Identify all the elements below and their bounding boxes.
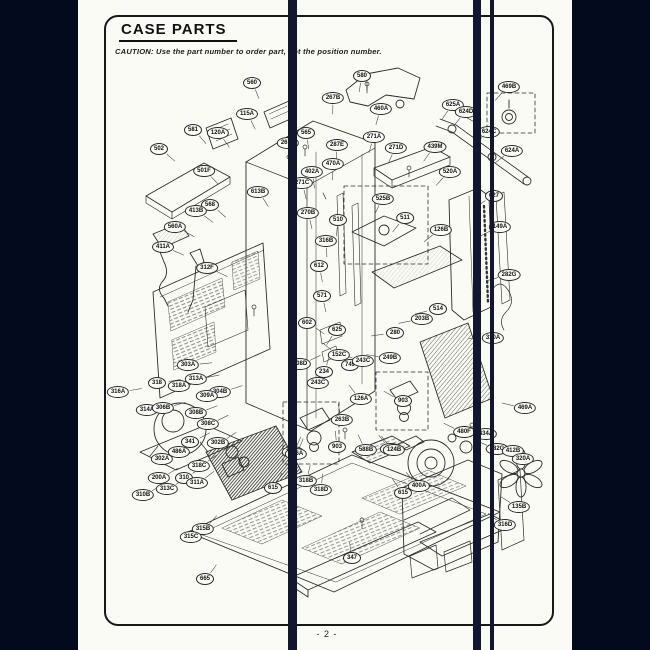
base-pan: [187, 454, 501, 598]
scan-artifact-bar: [288, 0, 297, 650]
scan-artifact-bar: [473, 0, 481, 650]
top-tray: [145, 162, 231, 220]
damper-assembly: [343, 146, 463, 289]
scan-artifact-bar: [490, 0, 494, 650]
top-hinge-bracket: [322, 67, 421, 200]
condenser-coil: [205, 425, 303, 501]
evaporator-coil: [419, 322, 494, 419]
caution-note: CAUTION: Use the part number to order pa…: [115, 47, 382, 56]
back-cover-panel: [152, 242, 271, 399]
water-tube: [435, 92, 536, 186]
page-number: - 2 -: [316, 629, 338, 639]
cabinet-outline: [245, 120, 376, 432]
small-grille-parts: [205, 100, 296, 150]
fan-motor: [397, 433, 473, 487]
page-title: CASE PARTS: [119, 21, 237, 42]
page-border: [104, 15, 554, 626]
